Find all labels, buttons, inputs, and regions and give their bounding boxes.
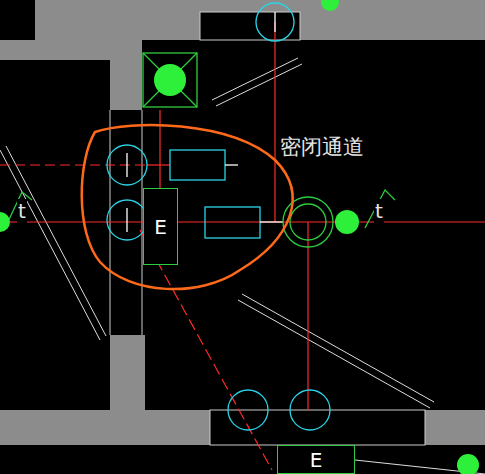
- symbol-tag: t: [17, 199, 27, 223]
- equipment-code: E: [310, 448, 323, 472]
- equipment-box: E: [277, 445, 355, 474]
- equipment-box: E: [143, 188, 178, 265]
- equipment-code: E: [154, 215, 167, 239]
- room-label: 密闭通道: [279, 133, 365, 161]
- symbol-tag: t: [374, 199, 384, 223]
- wall: [0, 0, 485, 445]
- markup-loop: [82, 125, 293, 289]
